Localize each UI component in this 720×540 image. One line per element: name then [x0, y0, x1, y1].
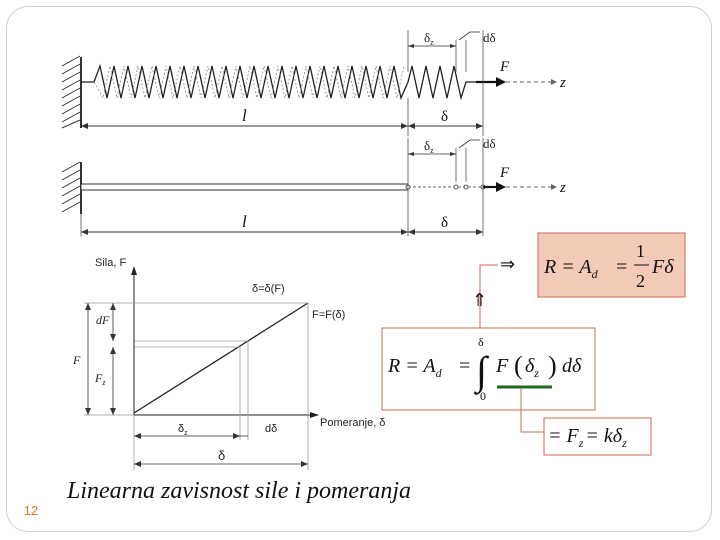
- graph-delta-label: δ: [218, 448, 225, 463]
- connector-arrows: ⇒ ⇑: [472, 254, 515, 328]
- spring-coil: [81, 63, 476, 101]
- svg-text:R = Ad: R = Ad: [543, 256, 599, 281]
- spring-length-label: l: [242, 106, 247, 125]
- svg-text:δ: δ: [478, 335, 484, 349]
- rod-length-label: l: [242, 212, 247, 231]
- rod-delta-label: δ: [441, 215, 448, 231]
- spring-diagram: F z δz dδ l δ: [61, 30, 566, 136]
- rod-dz-label: δz: [424, 138, 434, 155]
- svg-text:): ): [548, 351, 557, 380]
- svg-text:δz: δz: [525, 355, 539, 380]
- spring-axis-label: z: [559, 75, 566, 91]
- svg-text:(: (: [514, 351, 523, 380]
- rod-axis-label: z: [559, 180, 566, 196]
- svg-text:∫: ∫: [473, 348, 490, 395]
- graph-F-label: F: [72, 353, 81, 367]
- graph-dz-label: δz: [178, 423, 188, 437]
- curve-label-right: F=F(δ): [312, 309, 345, 321]
- graph-y-axis-label: Sila, F: [95, 257, 126, 269]
- graph-dF-label: dF: [96, 313, 110, 327]
- page-number: 12: [23, 503, 39, 518]
- formula-result-box: R = Ad = 1 2 Fδ: [537, 232, 686, 298]
- svg-text:0: 0: [480, 389, 486, 403]
- spring-dz-label: δz: [424, 30, 434, 47]
- spring-ddelta-label: dδ: [483, 30, 496, 45]
- svg-text:R = Ad: R = Ad: [387, 355, 443, 380]
- rod-ddelta-label: dδ: [483, 136, 496, 151]
- rod-wall: [61, 161, 82, 214]
- implies-arrow: ⇒: [500, 254, 515, 274]
- up-arrow: ⇑: [472, 290, 487, 310]
- slide-caption: Linearna zavisnost sile i pomeranja: [67, 478, 412, 504]
- force-line: [133, 302, 309, 414]
- graph-ddelta-label: dδ: [265, 423, 277, 435]
- spring-wall: [61, 55, 82, 129]
- slide-frame: [6, 6, 712, 532]
- force-displacement-graph: Sila, F Pomeranje, δ δ=δ(F) F=F(δ) dF F …: [72, 257, 385, 470]
- spring-force-label: F: [499, 59, 510, 75]
- svg-text:Fδ: Fδ: [651, 256, 674, 278]
- svg-text:dδ: dδ: [562, 355, 582, 377]
- curve-label-top: δ=δ(F): [252, 283, 285, 295]
- svg-text:= Fz= kδz: = Fz= kδz: [548, 425, 627, 450]
- svg-text:=: =: [616, 256, 627, 278]
- rod-force-label: F: [499, 165, 510, 181]
- spring-coil-ghost: [93, 65, 405, 100]
- spring-delta-label: δ: [441, 109, 448, 125]
- page-badge: [14, 496, 48, 530]
- svg-text:F: F: [495, 355, 509, 377]
- svg-text:2: 2: [636, 271, 645, 291]
- rod-body: [80, 183, 409, 191]
- svg-text:1: 1: [636, 241, 645, 261]
- formula-integral-box: R = Ad = δ ∫ 0 F ( δz ) dδ: [381, 327, 596, 411]
- graph-Fz-label: Fz: [94, 371, 106, 387]
- rod-diagram: F z δz dδ l δ: [61, 136, 566, 236]
- formula-fz-box: = Fz= kδz: [520, 388, 652, 456]
- svg-text:=: =: [459, 355, 470, 377]
- graph-x-axis-label: Pomeranje, δ: [320, 417, 385, 429]
